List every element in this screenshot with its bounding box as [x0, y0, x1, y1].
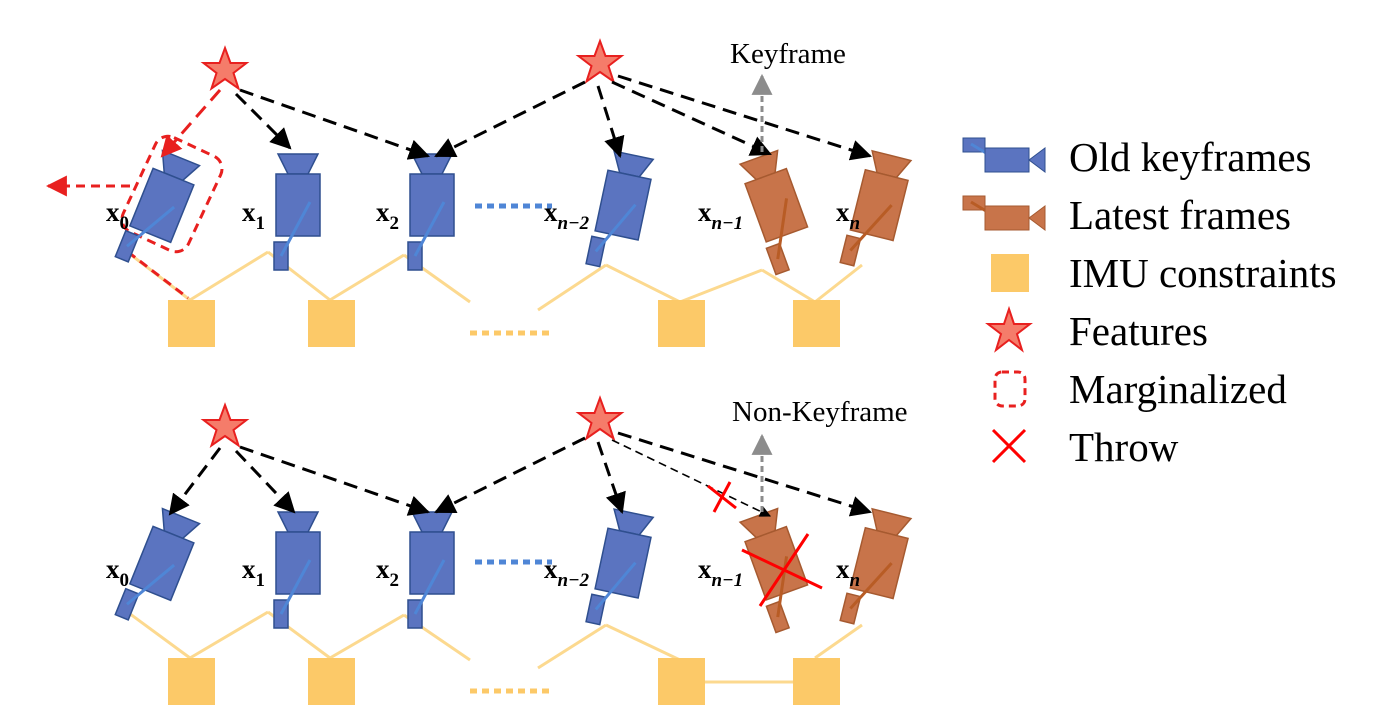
top-imu-lines [121, 246, 863, 312]
marginalized-box [120, 134, 224, 254]
legend-label: Old keyframes [1069, 134, 1312, 180]
legend-item: Old keyframes [955, 128, 1385, 186]
legend-item: IMU constraints [955, 244, 1385, 302]
bottom-frame-label-3: xn−2 [544, 554, 590, 591]
thrown-observation-arrow [611, 439, 772, 517]
bottom-frame-label-2: x2 [376, 554, 399, 591]
top-camera-x4-latest-frame [738, 149, 809, 276]
feature-star-icon [200, 45, 250, 92]
imu-square [308, 300, 355, 347]
feature-star-icon [985, 305, 1033, 353]
imu-square [168, 658, 215, 705]
top-frame-label-1: x1 [242, 197, 265, 234]
feature-star-icon [575, 395, 625, 442]
top-camera-x0-old-keyframe [114, 149, 201, 263]
bottom-frame-label-4: xn−1 [698, 554, 743, 591]
imu-square [793, 300, 840, 347]
bottom-camera-x1-old-keyframe [273, 511, 321, 629]
feature-to-old-arrow [160, 89, 222, 158]
old-keyframe-camera-icon [962, 137, 1046, 173]
imu-square [168, 300, 215, 347]
feature-star-icon [200, 402, 250, 449]
imu-square [793, 658, 840, 705]
bottom-camera-x0-old-keyframe [114, 507, 201, 621]
top-frame-label-0: x0 [106, 197, 129, 234]
bottom-panel: Non-Keyframe x0 x1 x2 xn−2 xn−1 xn [106, 395, 913, 705]
imu-square [658, 300, 705, 347]
top-camera-x2-old-keyframe [407, 153, 455, 271]
non-keyframe-label: Non-Keyframe [732, 396, 908, 428]
imu-square-icon [991, 254, 1029, 292]
thrown-observation-cross-icon [707, 481, 737, 513]
top-frame-label-4: xn−1 [698, 197, 743, 234]
marginalized-dashed-box-icon [993, 370, 1027, 408]
bottom-camera-x3-old-keyframe [585, 508, 655, 626]
bottom-camera-x4-latest-frame [738, 507, 809, 634]
throw-cross-icon [991, 428, 1027, 464]
legend-item: Marginalized [955, 360, 1385, 418]
bottom-observation-arrows [168, 431, 873, 517]
bottom-imu-squares [168, 658, 840, 705]
legend-item: Latest frames [955, 186, 1385, 244]
imu-square [308, 658, 355, 705]
top-observation-arrows [234, 74, 873, 161]
latest-frame-camera-icon [962, 195, 1046, 231]
top-frame-label-3: xn−2 [544, 197, 590, 234]
legend-label: Throw [1069, 424, 1179, 470]
imu-square [658, 658, 705, 705]
top-camera-x3-old-keyframe [585, 150, 655, 268]
top-camera-x5-latest-frame [839, 149, 913, 267]
bottom-camera-x5-latest-frame [839, 507, 913, 625]
legend-label: Features [1069, 308, 1208, 354]
bottom-imu-lines [121, 606, 863, 684]
legend-item: Features [955, 302, 1385, 360]
feature-star-icon [575, 38, 625, 85]
bottom-frame-label-0: x0 [106, 554, 129, 591]
marginalized-link-down [127, 250, 189, 300]
legend-item: Throw [955, 418, 1385, 476]
top-imu-squares [168, 300, 840, 347]
legend-label: Marginalized [1069, 366, 1287, 412]
bottom-camera-x2-old-keyframe [407, 511, 455, 629]
keyframe-label: Keyframe [730, 38, 846, 70]
throw-cross-icon [741, 533, 823, 607]
top-camera-x1-old-keyframe [273, 153, 321, 271]
legend-label: IMU constraints [1069, 250, 1337, 296]
top-frame-label-2: x2 [376, 197, 399, 234]
legend-label: Latest frames [1069, 192, 1291, 238]
bottom-frame-label-5: xn [836, 554, 860, 591]
bottom-frame-label-1: x1 [242, 554, 265, 591]
